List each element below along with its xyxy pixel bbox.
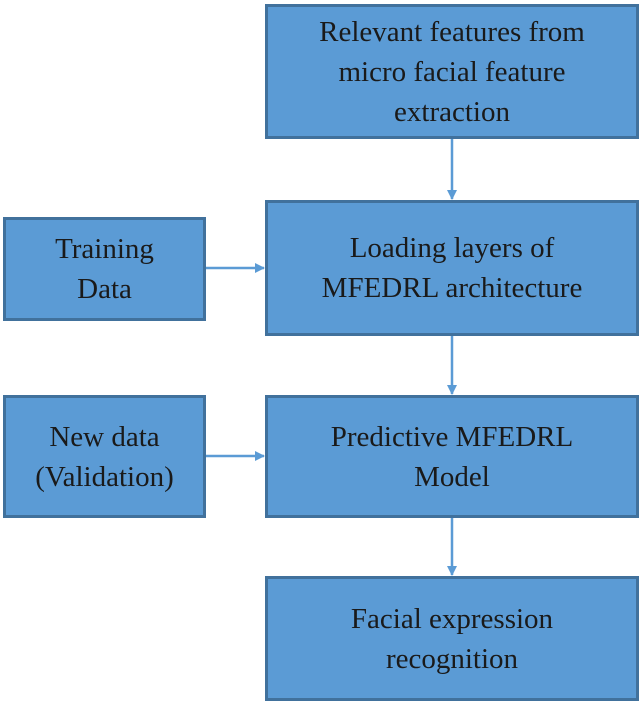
node-predictive-model-label: Predictive MFEDRL Model: [330, 420, 574, 493]
node-training-data: Training Data: [3, 217, 206, 321]
node-loading-layers: Loading layers of MFEDRL architecture: [265, 200, 639, 336]
node-training-data-label: Training Data: [55, 233, 154, 305]
node-new-data: New data (Validation): [3, 395, 206, 518]
node-relevant-features-label: Relevant features from micro facial feat…: [319, 15, 585, 128]
node-loading-layers-label: Loading layers of MFEDRL architecture: [321, 232, 583, 304]
node-facial-expression-recognition-label: Facial expression recognition: [350, 602, 554, 675]
node-relevant-features: Relevant features from micro facial feat…: [265, 4, 639, 139]
node-new-data-label: New data (Validation): [35, 420, 174, 493]
node-facial-expression-recognition: Facial expression recognition: [265, 576, 639, 701]
node-predictive-model: Predictive MFEDRL Model: [265, 395, 639, 518]
